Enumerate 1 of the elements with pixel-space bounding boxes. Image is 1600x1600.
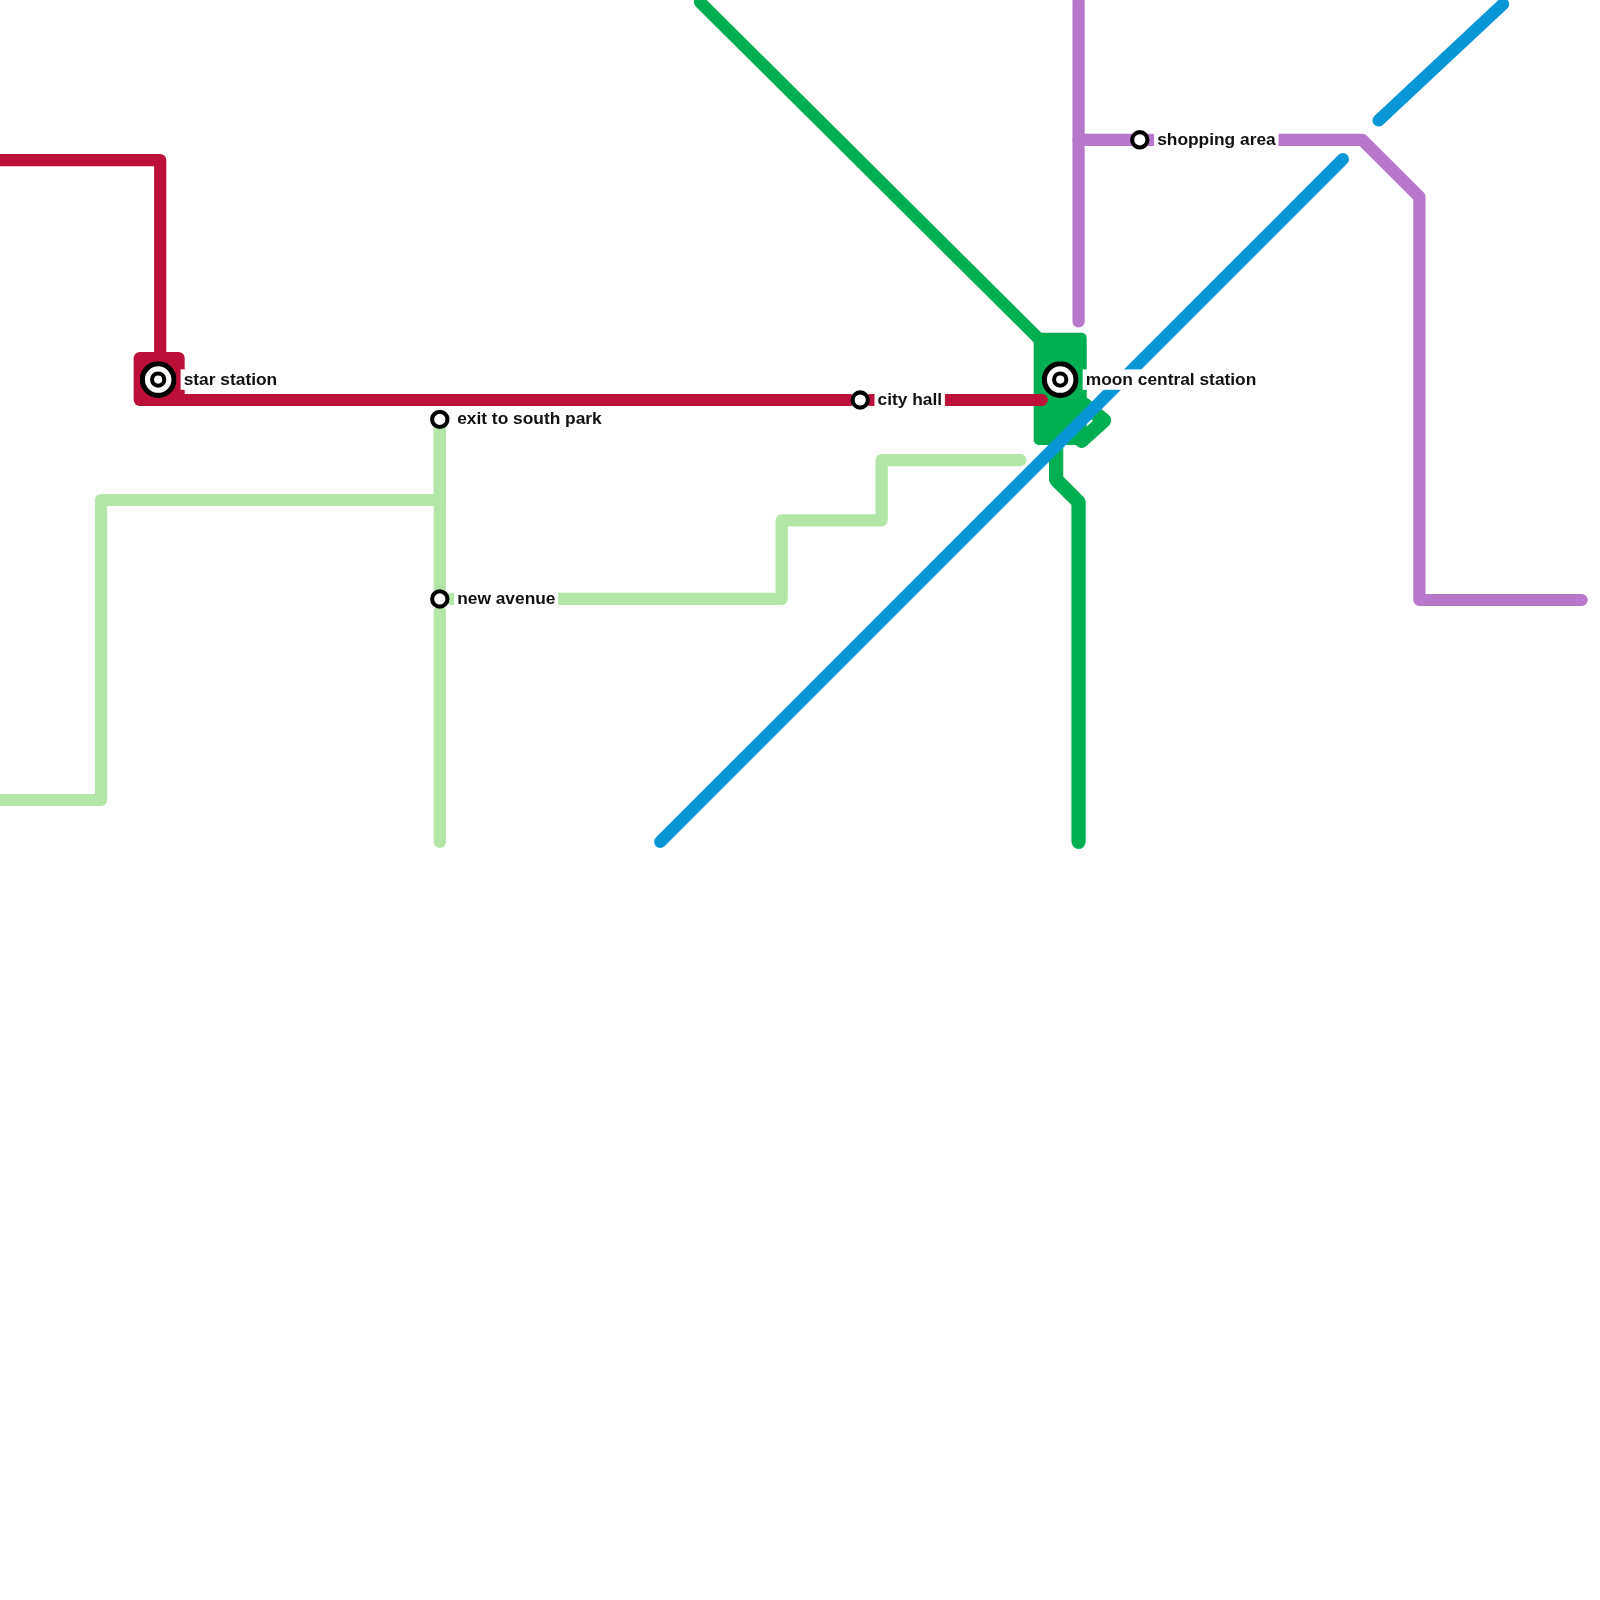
station-label: exit to south park (454, 409, 605, 430)
